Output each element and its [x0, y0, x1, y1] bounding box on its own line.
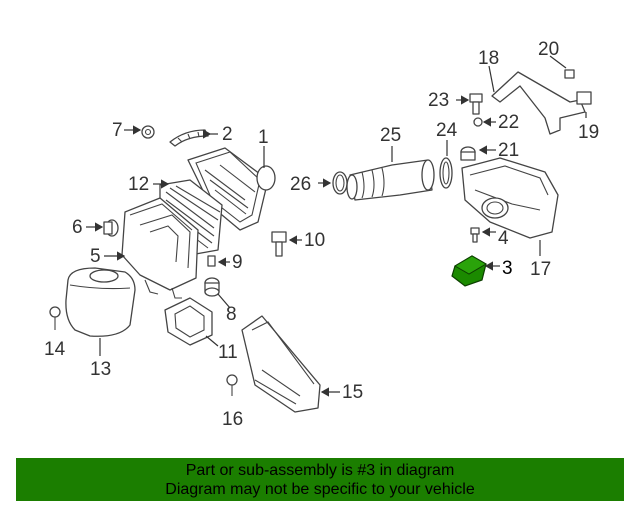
part-15-duct[interactable] [241, 315, 321, 413]
leader-18 [488, 65, 495, 93]
banner-line-2: Diagram may not be specific to your vehi… [165, 481, 475, 498]
callout-18: 18 [478, 48, 499, 69]
callout-11: 11 [218, 342, 238, 363]
callout-21: 21 [498, 140, 519, 161]
part-21-grommet[interactable] [460, 146, 476, 161]
part-17-housing[interactable] [461, 157, 559, 239]
callout-17: 17 [530, 259, 551, 280]
part-9-clip[interactable] [207, 255, 216, 267]
part-16-clip[interactable] [226, 374, 238, 396]
part-23-bolt[interactable] [469, 93, 483, 115]
leader-8 [217, 293, 231, 309]
part-11-bracket[interactable] [164, 297, 213, 346]
part-5-lower-case[interactable] [121, 197, 199, 299]
callout-15: 15 [342, 382, 363, 403]
leader-20 [549, 55, 567, 69]
parts-diagram: 1 2 3 4 5 6 7 8 9 10 11 12 13 14 15 16 1… [44, 39, 599, 430]
leader-11 [205, 335, 219, 347]
part-3-highlighted[interactable] [451, 255, 487, 287]
callout-23: 23 [428, 90, 449, 111]
callout-12: 12 [128, 174, 149, 195]
callout-22: 22 [498, 112, 519, 133]
part-26-clamp[interactable] [332, 171, 348, 195]
part-25-intake-hose[interactable] [346, 159, 435, 201]
callout-14: 14 [44, 339, 66, 360]
callout-3: 3 [502, 258, 513, 279]
callout-10: 10 [304, 230, 325, 251]
callout-26: 26 [290, 174, 311, 195]
banner-line-1: Part or sub-assembly is #3 in diagram [185, 462, 455, 479]
callout-25: 25 [380, 125, 401, 146]
part-22-nut[interactable] [473, 117, 483, 127]
part-2-strap[interactable] [169, 129, 209, 147]
part-7-nut[interactable] [141, 125, 155, 139]
part-4-bolt[interactable] [470, 227, 480, 243]
part-6-valve[interactable] [103, 219, 119, 237]
callout-2: 2 [222, 124, 233, 145]
callout-5: 5 [90, 246, 101, 267]
callout-20: 20 [538, 39, 559, 60]
callout-19: 19 [578, 122, 599, 143]
part-8-grommet[interactable] [204, 277, 220, 297]
callout-16: 16 [222, 409, 243, 430]
info-banner: Part or sub-assembly is #3 in diagram Di… [16, 458, 624, 501]
part-14-clip[interactable] [49, 306, 61, 330]
part-20-clip[interactable] [564, 69, 575, 79]
part-24-o-ring[interactable] [439, 157, 453, 189]
callout-24: 24 [436, 120, 458, 141]
callout-9: 9 [232, 252, 243, 273]
callout-4: 4 [498, 228, 509, 249]
part-13-resonator[interactable] [65, 267, 136, 337]
callout-1: 1 [258, 127, 269, 148]
callout-13: 13 [90, 359, 111, 380]
callout-8: 8 [226, 304, 237, 325]
callout-6: 6 [72, 217, 83, 238]
callout-7: 7 [112, 120, 123, 141]
part-18-19-bracket[interactable] [491, 71, 592, 135]
part-10-bolt[interactable] [271, 231, 287, 257]
